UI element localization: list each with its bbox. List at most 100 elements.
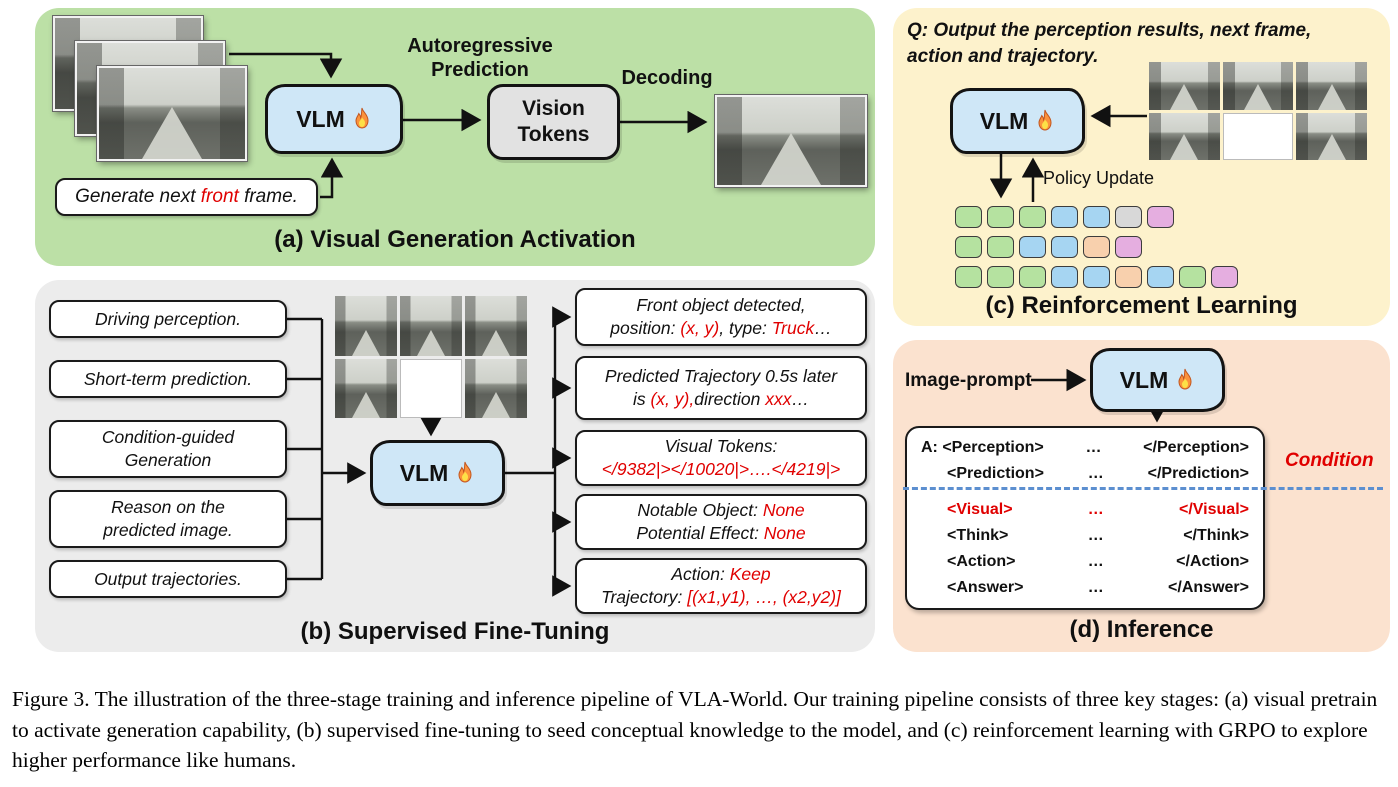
condition-label: Condition bbox=[1285, 450, 1374, 471]
output-text: Front object detected, position: (x, y),… bbox=[610, 295, 832, 338]
panel-c-title: (c) Reinforcement Learning bbox=[985, 292, 1298, 319]
vlm-box-c: VLM bbox=[950, 88, 1085, 154]
tag-open: <Answer> bbox=[947, 578, 1024, 596]
camera-frame bbox=[1149, 112, 1220, 160]
token-green bbox=[987, 236, 1014, 258]
output-text: Visual Tokens: </9382|></10020|>….</4219… bbox=[601, 436, 841, 479]
token-green bbox=[955, 236, 982, 258]
figure-caption: Figure 3. The illustration of the three-… bbox=[12, 687, 1378, 773]
driving-photo bbox=[96, 65, 248, 162]
panel-reinforcement-learning: Q: Output the perception results, next f… bbox=[893, 8, 1390, 326]
vision-tokens-box: Vision Tokens bbox=[487, 84, 620, 160]
flame-icon bbox=[355, 107, 369, 129]
task-label: Condition-guided Generation bbox=[101, 427, 235, 470]
panel-d-title: (d) Inference bbox=[1069, 616, 1214, 643]
condition-divider bbox=[903, 487, 1383, 490]
camera-frame bbox=[1296, 62, 1367, 110]
tag-close: </Perception> bbox=[1143, 439, 1249, 457]
task-box: Condition-guided Generation bbox=[49, 420, 287, 478]
token-blue bbox=[1051, 236, 1078, 258]
output-box: Visual Tokens: </9382|></10020|>….</4219… bbox=[575, 430, 867, 486]
token-blue bbox=[1019, 236, 1046, 258]
camera-frame bbox=[465, 296, 527, 356]
generation-prompt-text: Generate next front frame. bbox=[75, 185, 298, 207]
panel-b-title: (b) Supervised Fine-Tuning bbox=[300, 618, 610, 645]
camera-frame bbox=[335, 296, 397, 356]
vlm-box-d: VLM bbox=[1090, 348, 1225, 412]
token-green bbox=[987, 206, 1014, 228]
token-blue bbox=[1083, 206, 1110, 228]
tag-ellipsis: … bbox=[1087, 501, 1104, 519]
vlm-label: VLM bbox=[296, 105, 345, 132]
vlm-box-a: VLM bbox=[265, 84, 403, 154]
output-text: Notable Object: None Potential Effect: N… bbox=[636, 500, 806, 543]
tag-close: </Answer> bbox=[1168, 578, 1249, 596]
camera-frame bbox=[1222, 62, 1294, 110]
vlm-label: VLM bbox=[1119, 366, 1169, 393]
task-label: Driving perception. bbox=[95, 308, 241, 329]
tag-close: </Think> bbox=[1183, 526, 1249, 544]
token-grid bbox=[955, 206, 1238, 296]
output-box: Predicted Trajectory 0.5s later is (x, y… bbox=[575, 356, 867, 420]
autoregressive-prediction-label: Autoregressive Prediction bbox=[407, 35, 553, 81]
tag-close: </Prediction> bbox=[1147, 465, 1249, 483]
token-row bbox=[955, 206, 1238, 228]
token-gray bbox=[1115, 206, 1142, 228]
token-pink bbox=[1211, 266, 1238, 288]
inference-line-1: <Prediction> … </Prediction> bbox=[921, 462, 1249, 487]
token-row bbox=[955, 236, 1238, 258]
camera-collage bbox=[335, 296, 527, 418]
camera-frame bbox=[335, 358, 397, 418]
token-green bbox=[1019, 266, 1046, 288]
flame-icon bbox=[1038, 109, 1052, 131]
inference-line-4: <Action> … </Action> bbox=[921, 549, 1249, 574]
output-text: Action: Keep Trajectory: [(x1,y1), …, (x… bbox=[601, 564, 841, 607]
inference-output-box: A: <Perception> … </Perception> <Predict… bbox=[905, 426, 1265, 610]
policy-update-label: Policy Update bbox=[1043, 168, 1155, 188]
task-label: Output trajectories. bbox=[94, 568, 242, 589]
task-box: Reason on the predicted image. bbox=[49, 490, 287, 548]
token-green bbox=[1019, 206, 1046, 228]
task-box: Output trajectories. bbox=[49, 560, 287, 598]
masked-frame bbox=[1222, 112, 1294, 160]
panel-supervised-fine-tuning: Driving perception. Short-term predictio… bbox=[35, 280, 875, 652]
tag-ellipsis: … bbox=[1087, 526, 1104, 544]
inference-line-5: <Answer> … </Answer> bbox=[921, 575, 1249, 600]
camera-frame bbox=[465, 358, 527, 418]
task-label: Reason on the predicted image. bbox=[103, 497, 233, 540]
vlm-label: VLM bbox=[979, 107, 1029, 134]
task-label: Short-term prediction. bbox=[83, 368, 253, 389]
image-prompt-label: Image-prompt bbox=[905, 370, 1032, 391]
generated-frame-photo bbox=[714, 94, 868, 188]
task-box: Driving perception. bbox=[49, 300, 287, 338]
inference-line-3: <Think> … </Think> bbox=[921, 523, 1249, 548]
token-blue bbox=[1051, 206, 1078, 228]
token-orange bbox=[1083, 236, 1110, 258]
tag-ellipsis: … bbox=[1087, 552, 1104, 570]
token-blue bbox=[1083, 266, 1110, 288]
token-pink bbox=[1115, 236, 1142, 258]
output-box: Front object detected, position: (x, y),… bbox=[575, 288, 867, 346]
camera-collage bbox=[1149, 62, 1367, 160]
panel-visual-generation-activation: VLM Autoregressive Prediction Vision Tok… bbox=[35, 8, 875, 266]
task-box: Short-term prediction. bbox=[49, 360, 287, 398]
inference-line-2: <Visual> … </Visual> bbox=[921, 498, 1249, 523]
rl-question: Q: Output the perception results, next f… bbox=[907, 20, 1312, 67]
camera-frame bbox=[1296, 112, 1367, 160]
panel-inference: Image-prompt VLM A: <Perception> … </Per… bbox=[893, 340, 1390, 652]
tag-close: </Action> bbox=[1176, 552, 1249, 570]
token-orange bbox=[1115, 266, 1142, 288]
tag-open: <Visual> bbox=[947, 501, 1013, 519]
token-green bbox=[987, 266, 1014, 288]
token-blue bbox=[1051, 266, 1078, 288]
flame-icon bbox=[1178, 368, 1192, 390]
camera-frame bbox=[1149, 62, 1220, 110]
token-green bbox=[1179, 266, 1206, 288]
token-green bbox=[955, 266, 982, 288]
output-box: Notable Object: None Potential Effect: N… bbox=[575, 494, 867, 550]
tag-ellipsis: … bbox=[1087, 465, 1104, 483]
tag-open: <Action> bbox=[947, 552, 1016, 570]
panel-a-title: (a) Visual Generation Activation bbox=[274, 226, 636, 253]
vlm-box-b: VLM bbox=[370, 440, 505, 506]
